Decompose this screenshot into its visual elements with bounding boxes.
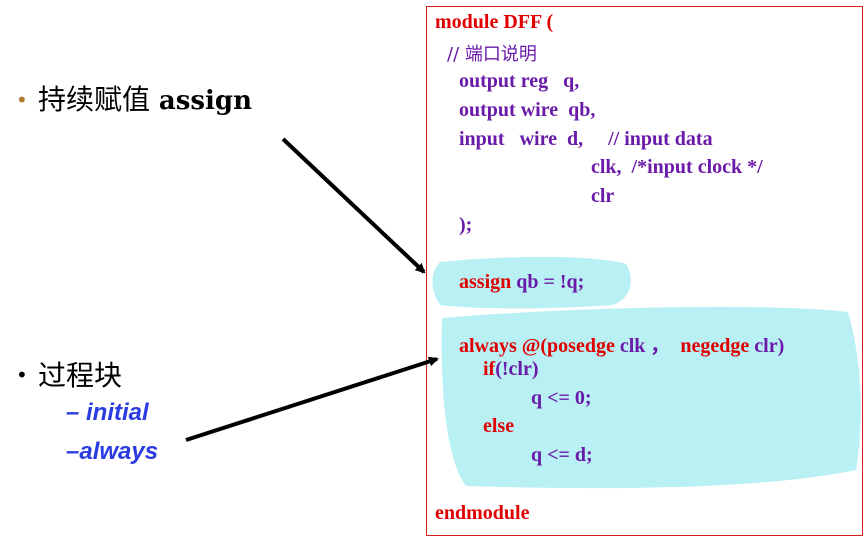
code-line-endmodule: endmodule: [435, 502, 530, 524]
code-line-assign: assign qb = !q;: [459, 271, 584, 294]
clk-signal: clk ，: [614, 335, 681, 357]
output-keyword: output: [459, 70, 516, 92]
output-qb-decl: wire qb,: [515, 99, 596, 121]
code-line-q-zero: q <= 0;: [531, 387, 592, 409]
always-highlight: [441, 306, 861, 489]
code-line-clr: clr: [591, 185, 615, 207]
assign-expression: qb = !q;: [511, 271, 585, 293]
code-line-output-q: output reg q,: [459, 70, 579, 93]
bullet-procedural-block: 过程块: [38, 359, 123, 392]
negedge-keyword: negedge: [680, 335, 750, 357]
arrow-to-always: [185, 356, 439, 442]
code-line-clk: clk, /*input clock */: [591, 156, 763, 178]
code-box: [426, 6, 863, 536]
bullet-label: 持续赋值: [38, 83, 151, 116]
clr-signal: clr): [749, 335, 785, 357]
output-keyword: output: [459, 99, 516, 121]
output-q-decl: reg q,: [515, 70, 580, 92]
arrow-to-assign: [281, 137, 426, 274]
code-line-module: module DFF (: [435, 11, 553, 34]
code-line-comment: // 端口说明: [447, 44, 537, 65]
subitem-always: –always: [66, 438, 159, 465]
code-line-output-qb: output wire qb,: [459, 99, 595, 122]
module-name: DFF (: [498, 11, 554, 33]
if-keyword: if: [483, 358, 496, 380]
bullet-dot: •: [16, 363, 28, 387]
assign-highlight: [432, 256, 631, 309]
input-keyword: input: [459, 128, 505, 150]
if-condition: (!clr): [495, 358, 539, 380]
always-keyword: always @(: [459, 335, 548, 357]
assign-keyword: assign: [158, 86, 253, 116]
module-keyword: module: [435, 11, 499, 33]
posedge-keyword: posedge: [547, 335, 615, 357]
code-line-input-d: input wire d, // input data: [459, 128, 713, 151]
code-line-if: if(!clr): [483, 358, 539, 381]
code-line-close-paren: );: [459, 214, 473, 236]
assign-keyword-code: assign: [459, 271, 512, 293]
bullet-continuous-assign: 持续赋值 assign: [38, 78, 252, 118]
bullet-dot: •: [16, 88, 28, 112]
code-line-else: else: [483, 415, 515, 437]
input-d-decl: wire d, // input data: [504, 128, 713, 150]
code-line-q-d: q <= d;: [531, 444, 593, 466]
subitem-initial: – initial: [66, 399, 149, 426]
code-line-always: always @(posedge clk ， negedge clr): [459, 329, 784, 358]
